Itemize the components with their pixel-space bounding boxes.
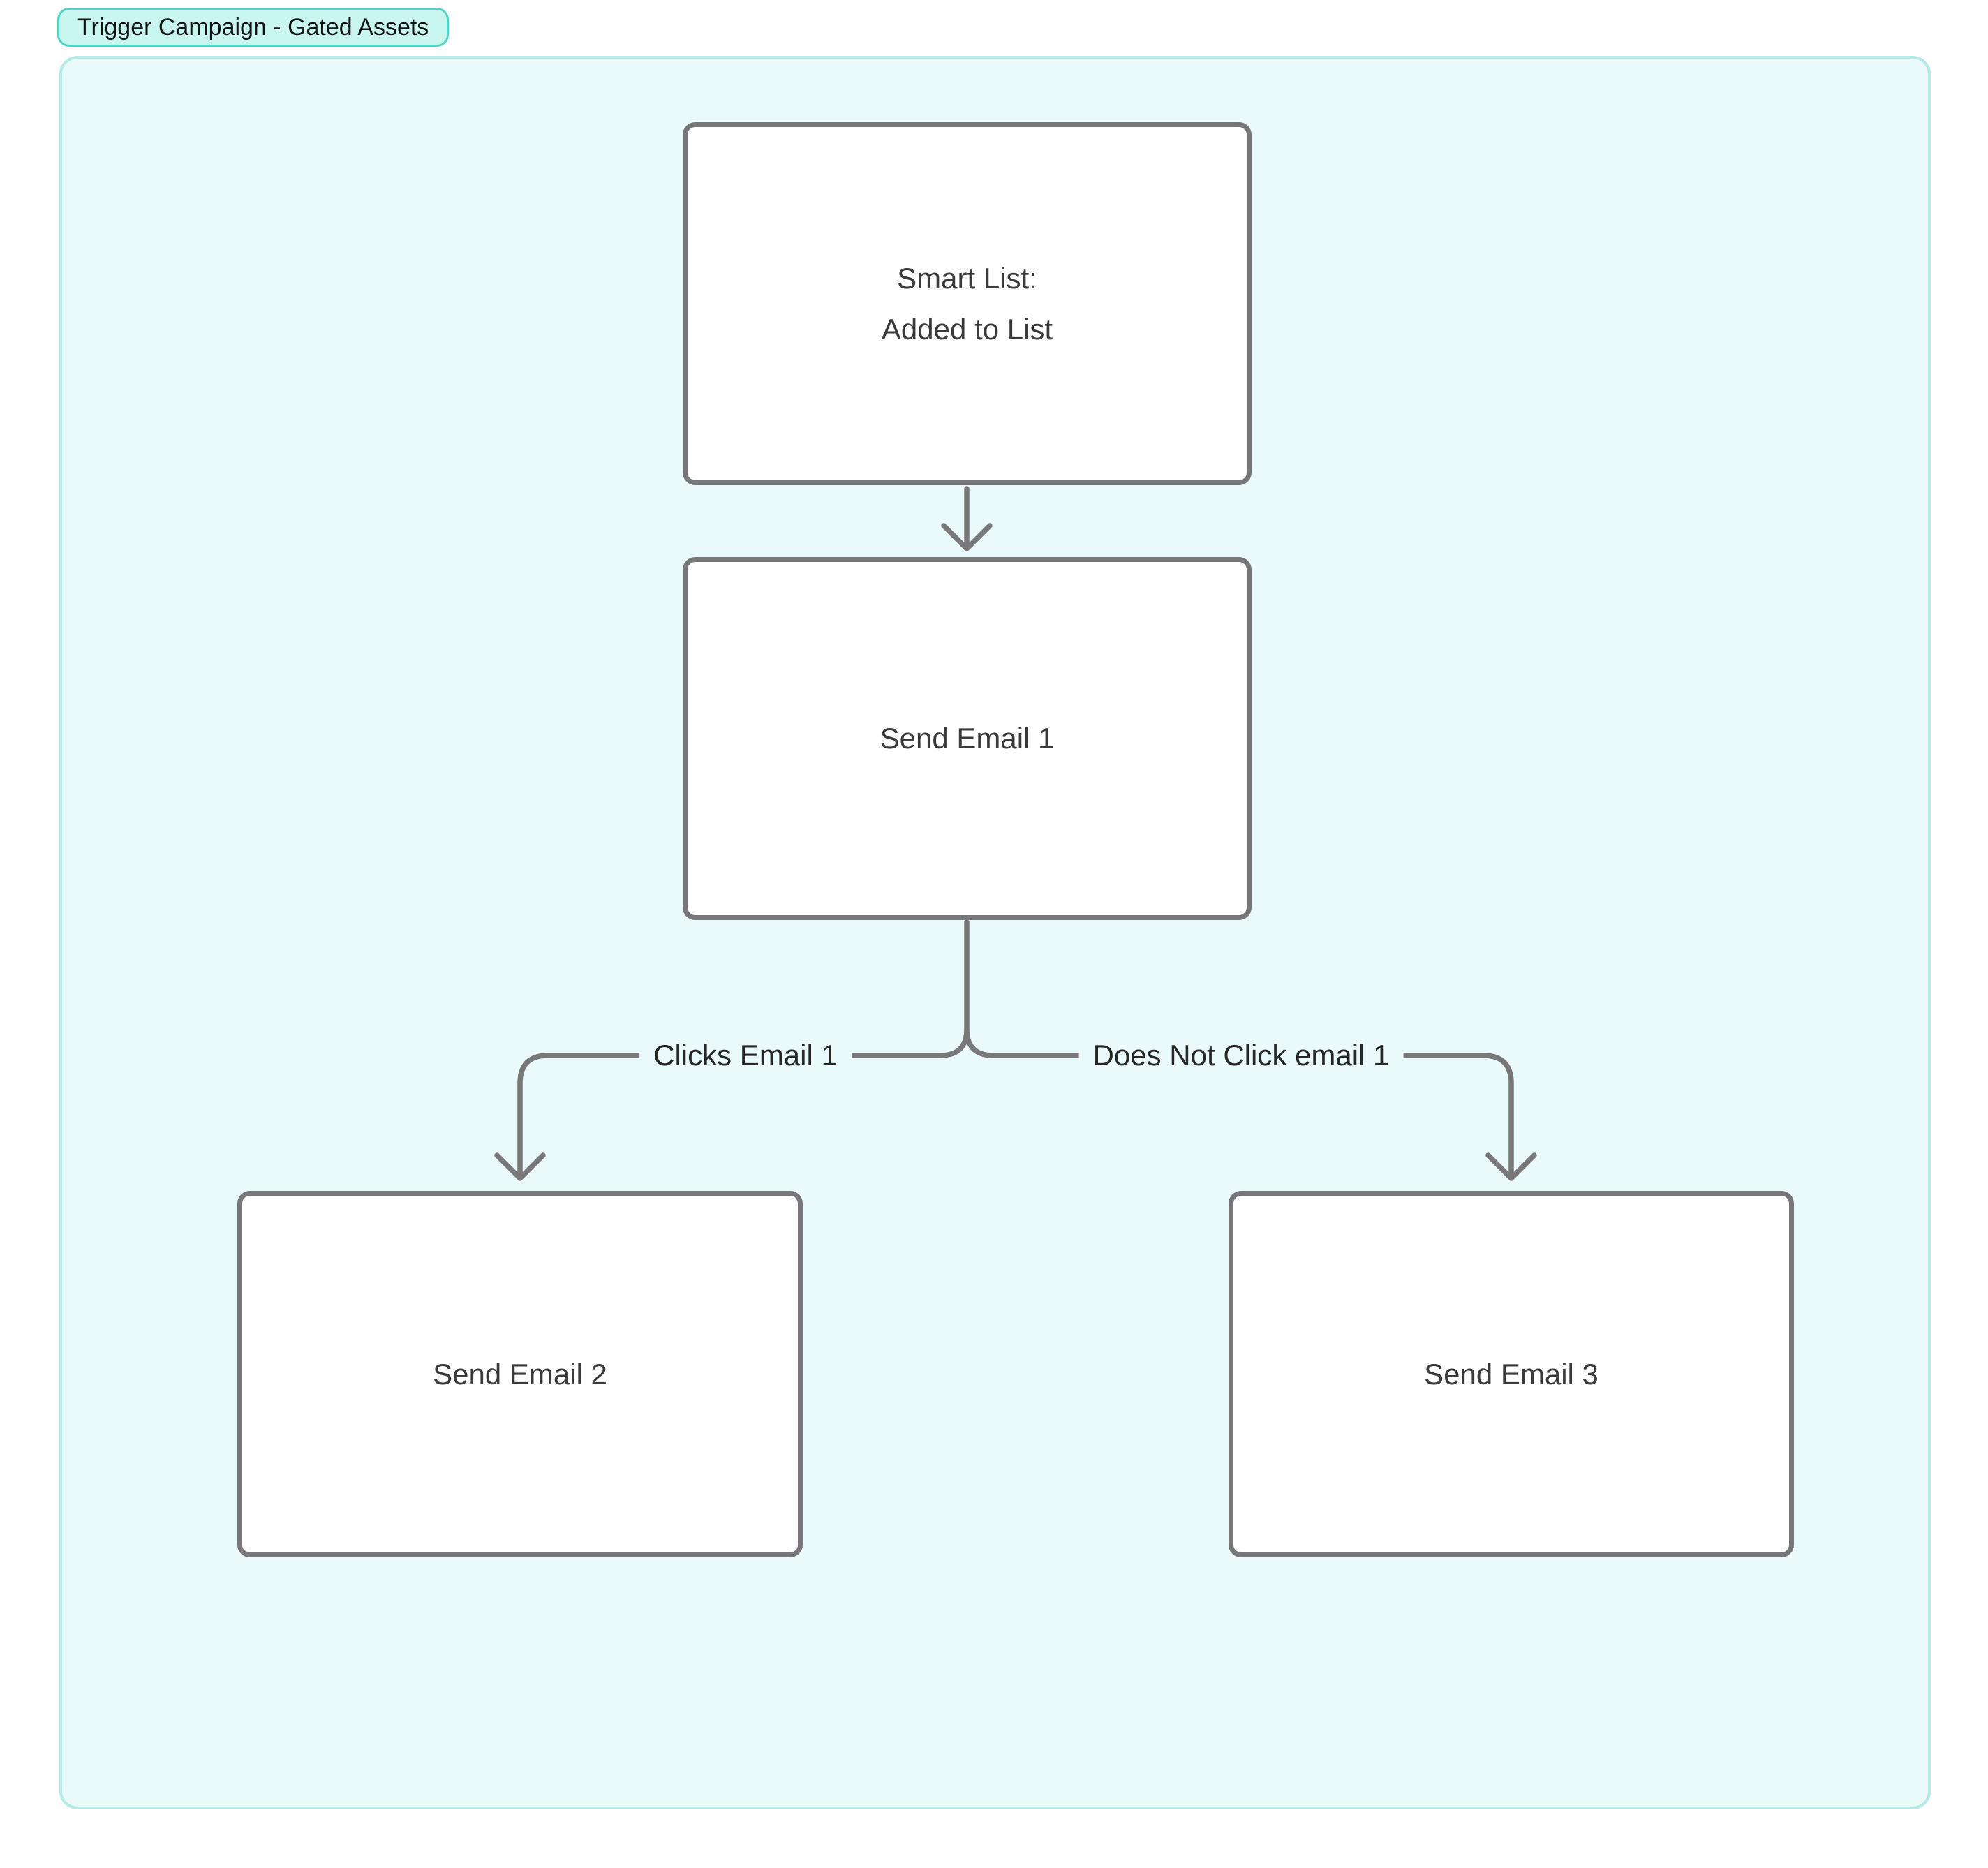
node-text-line: Send Email 3	[1424, 1357, 1598, 1391]
node-text-line: Added to List	[881, 313, 1053, 346]
connector-email1-to-email2[interactable]	[494, 1026, 970, 1181]
frame-title-pill[interactable]: Trigger Campaign - Gated Assets	[57, 8, 450, 47]
node-send-email-1[interactable]: Send Email 1	[683, 557, 1252, 920]
node-text-line: Smart List:	[897, 261, 1037, 295]
node-smart-list[interactable]: Smart List: Added to List	[683, 122, 1252, 485]
edge-label-does-not-click-email-1[interactable]: Does Not Click email 1	[1078, 1037, 1404, 1074]
edge-label-text: Does Not Click email 1	[1092, 1039, 1390, 1072]
connector-smartlist-to-email1[interactable]	[941, 486, 993, 551]
connector-email1-to-email3[interactable]	[964, 1026, 1537, 1181]
node-text-line: Send Email 2	[433, 1357, 607, 1391]
node-send-email-2[interactable]: Send Email 2	[237, 1191, 803, 1557]
edge-label-text: Clicks Email 1	[653, 1039, 838, 1072]
frame-title: Trigger Campaign - Gated Assets	[77, 13, 429, 40]
node-send-email-3[interactable]: Send Email 3	[1229, 1191, 1794, 1557]
node-text-line: Send Email 1	[880, 722, 1055, 755]
edge-label-clicks-email-1[interactable]: Clicks Email 1	[639, 1037, 852, 1074]
